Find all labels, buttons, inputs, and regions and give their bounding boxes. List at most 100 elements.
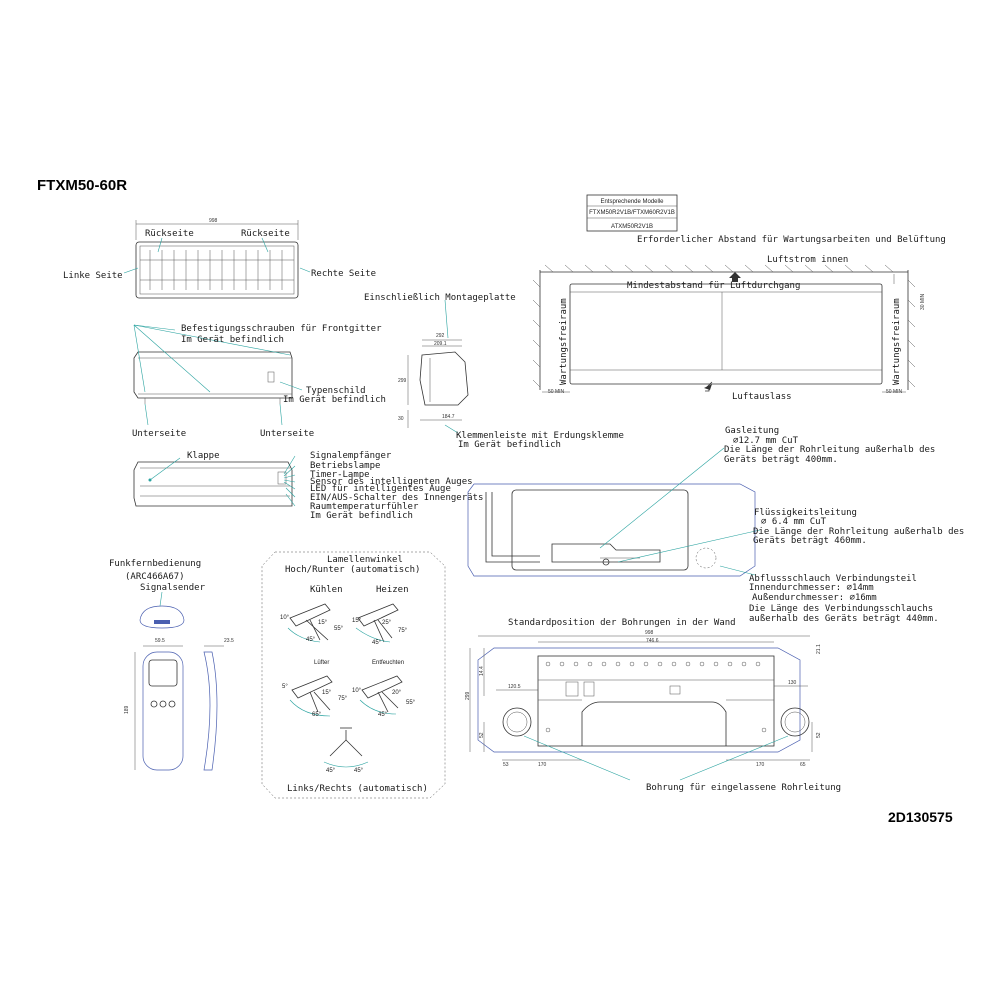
clearance-title: Erforderlicher Abstand für Wartungsarbei… xyxy=(637,235,946,245)
cool-angle-3: 55° xyxy=(334,626,344,632)
louver-fan-label: Lüfter xyxy=(314,660,329,666)
label-air-in: Luftstrom innen xyxy=(767,255,848,265)
heat-angle-3: 75° xyxy=(398,628,408,634)
dim-170-right: 170 xyxy=(756,762,765,768)
clearance-diagram xyxy=(532,264,916,393)
unit-side-view xyxy=(407,299,469,434)
heat-angle-2: 25° xyxy=(382,620,392,626)
louver-heat-label: Heizen xyxy=(376,585,409,595)
dim-292: 292 xyxy=(436,333,445,339)
label-min-distance: Mindestabstand für Luftdurchgang xyxy=(627,281,800,291)
louver-cool-label: Kühlen xyxy=(310,585,343,595)
unit-top-view: 998 xyxy=(123,218,311,299)
cool-angle-1: 10° xyxy=(280,615,290,621)
remote-control-drawing xyxy=(134,591,224,771)
dim-299-side: 299 xyxy=(398,378,407,384)
dry-angle-1: 10° xyxy=(352,688,362,694)
lr-angle-2: 45° xyxy=(354,768,364,774)
label-room-temp-sensor-sub: Im Gerät befindlich xyxy=(310,511,413,521)
drawing-number: 2D130575 xyxy=(888,809,953,825)
label-service-right: Wartungsfreiraum xyxy=(892,298,902,385)
fan-angle-2: 15° xyxy=(322,690,332,696)
label-recessed-pipe-hole: Bohrung für eingelassene Rohrleitung xyxy=(646,783,841,793)
label-air-out: Luftauslass xyxy=(732,392,792,402)
label-front-grille-screws: Befestigungsschrauben für Frontgitter xyxy=(181,324,382,334)
dim-170-left: 170 xyxy=(538,762,547,768)
dim-50-right: 50 MIN xyxy=(886,389,903,395)
heat-angle-4: 45° xyxy=(372,640,382,646)
wallplate-drawing xyxy=(469,635,813,781)
label-terminal-block-sub: Im Gerät befindlich xyxy=(458,440,561,450)
label-rear-right: Rückseite xyxy=(241,229,290,239)
fan-angle-3: 75° xyxy=(338,696,348,702)
label-right-side: Rechte Seite xyxy=(311,269,376,279)
models-table xyxy=(586,194,678,232)
dry-angle-4: 45° xyxy=(378,712,388,718)
label-signal-sender: Signalsender xyxy=(140,583,206,593)
dim-998-plate: 998 xyxy=(645,630,654,636)
label-gas-pipe-diameter: ∅12.7 mm CuT xyxy=(733,436,799,446)
dry-angle-2: 20° xyxy=(392,690,402,696)
label-signal-receiver: Signalempfänger xyxy=(310,451,392,461)
label-intelligent-eye-led: LED für intelligentes Auge xyxy=(310,484,451,494)
label-terminal-block: Klemmenleiste mit Erdungsklemme xyxy=(456,431,624,441)
dim-remote-height: 189 xyxy=(124,705,130,714)
dim-184: 184.7 xyxy=(442,414,455,420)
louver-panel xyxy=(261,551,446,799)
label-liquid-pipe-length-2: Geräts beträgt 460mm. xyxy=(753,536,867,546)
label-timer-lamp: Timer-Lampe xyxy=(310,470,370,480)
label-drain-hose: Abflussschlauch Verbindungsteil xyxy=(749,574,917,584)
label-bottom-right: Unterseite xyxy=(260,429,314,439)
louver-heat-diagram xyxy=(355,603,399,643)
dim-52-left: 52 xyxy=(479,732,485,738)
label-nameplate-sub: Im Gerät befindlich xyxy=(283,395,386,405)
label-drain-outer-dia: Außendurchmesser: ∅16mm xyxy=(752,593,877,603)
louver-lr-label: Links/Rechts (automatisch) xyxy=(287,784,428,794)
label-left-side: Linke Seite xyxy=(63,271,123,281)
louver-lr-diagram xyxy=(323,727,369,768)
cool-angle-4: 45° xyxy=(306,637,316,643)
louver-dry-label: Entfeuchten xyxy=(372,660,404,666)
dim-14-4: 14.4 xyxy=(479,666,485,676)
dim-746: 746.6 xyxy=(646,638,659,644)
label-gas-pipe: Gasleitung xyxy=(725,426,779,436)
dim-209: 209.1 xyxy=(434,341,447,347)
label-liquid-pipe: Flüssigkeitsleitung xyxy=(754,508,857,518)
models-row-1: FTXM50R2V1B/FTXM60R2V1B xyxy=(589,210,675,216)
heat-angle-1: 15° xyxy=(352,618,362,624)
label-drain-inner-dia: Innendurchmesser: ∅14mm xyxy=(749,583,874,593)
label-rear-left: Rückseite xyxy=(145,229,194,239)
label-drain-length-2: außerhalb des Geräts beträgt 440mm. xyxy=(749,614,939,624)
dim-30-side: 30 xyxy=(398,416,404,422)
dim-130: 130 xyxy=(788,680,797,686)
louver-subtitle: Hoch/Runter (automatisch) xyxy=(285,565,420,575)
louver-dry-diagram xyxy=(359,675,403,715)
lr-angle-1: 45° xyxy=(326,768,336,774)
label-remote-model: (ARC466A67) xyxy=(125,572,185,582)
label-front-grille-screws-sub: Im Gerät befindlich xyxy=(181,335,284,345)
label-gas-pipe-length-1: Die Länge der Rohrleitung außerhalb des xyxy=(724,445,935,455)
dim-299-plate: 299 xyxy=(465,691,471,700)
label-on-off-switch: EIN/AUS-Schalter des Innengeräts xyxy=(310,493,483,503)
label-liquid-pipe-diameter: ∅ 6.4 mm CuT xyxy=(761,517,827,527)
label-operation-lamp: Betriebslampe xyxy=(310,461,380,471)
label-remote-control: Funkfernbedienung xyxy=(109,559,201,569)
dry-angle-3: 55° xyxy=(406,700,416,706)
label-incl-mounting-plate: Einschließlich Montageplatte xyxy=(364,293,516,303)
label-liquid-pipe-length-1: Die Länge der Rohrleitung außerhalb des xyxy=(753,527,964,537)
models-header: Entsprechende Modelle xyxy=(600,199,664,205)
dim-65: 65 xyxy=(800,762,806,768)
cool-angle-2: 15° xyxy=(318,620,328,626)
label-bottom-left: Unterseite xyxy=(132,429,186,439)
dim-53: 53 xyxy=(503,762,509,768)
dim-21-1: 21.1 xyxy=(816,644,822,654)
label-gas-pipe-length-2: Geräts beträgt 400mm. xyxy=(724,455,838,465)
dim-998-top: 998 xyxy=(209,218,218,224)
louver-fan-diagram xyxy=(289,675,333,717)
louver-title: Lamellenwinkel xyxy=(327,555,403,565)
dim-remote-width: 59.5 xyxy=(155,638,165,644)
dim-120-5: 120.5 xyxy=(508,684,521,690)
dim-50-left: 50 MIN xyxy=(548,389,565,395)
unit-front-view xyxy=(133,324,303,426)
